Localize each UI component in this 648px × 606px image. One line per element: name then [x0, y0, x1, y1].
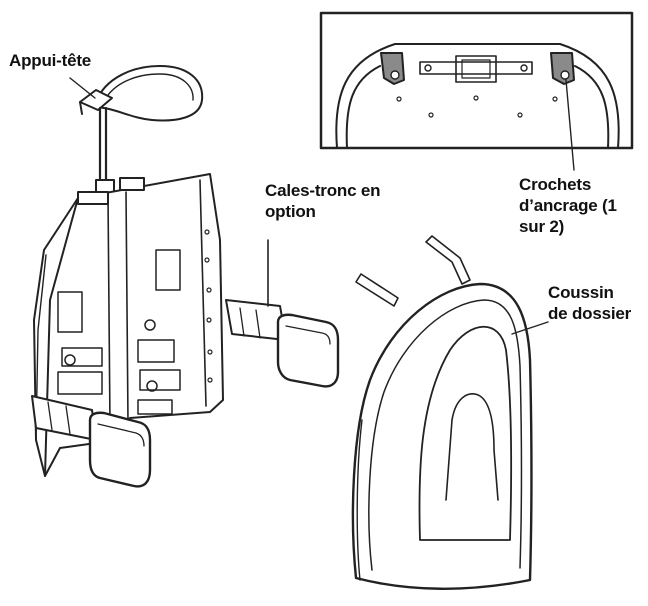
label-line: Crochets — [519, 175, 592, 194]
back-shell-top-cap — [119, 177, 145, 191]
back-shell-right-edge — [199, 179, 207, 407]
label-headrest-text: Appui-tête — [9, 51, 92, 70]
keyhole — [144, 319, 156, 331]
cushion-strap-right — [425, 235, 471, 285]
inset-center-slot — [461, 59, 491, 79]
rail — [107, 195, 111, 427]
leader-hooks — [565, 79, 575, 171]
label-line: Cales-tronc en — [265, 181, 381, 200]
inset-hole — [396, 96, 402, 102]
lateral-bracket-rib — [65, 405, 71, 435]
inset-hook-right — [550, 52, 575, 85]
cushion-side-edge — [356, 419, 363, 581]
rail — [125, 191, 129, 423]
inset-center-bracket — [455, 55, 497, 83]
side-hole — [207, 349, 213, 355]
inset-hole — [552, 96, 558, 102]
side-hole — [204, 257, 210, 263]
lateral-pad-left-inner — [97, 423, 145, 447]
label-line: sur 2) — [519, 217, 565, 236]
inset-bolt-right — [520, 64, 528, 72]
inset-hole — [428, 112, 434, 118]
label-anchor-hooks: Crochets d’ancrage (1 sur 2) — [519, 174, 617, 237]
inset-hole — [517, 112, 523, 118]
leader-headrest — [69, 77, 96, 99]
headrest-pad-inner — [102, 73, 194, 105]
inset-backrest-outline — [335, 43, 620, 149]
inset-hook-right-screw — [560, 70, 570, 80]
inset-hook-left-screw — [390, 70, 400, 80]
cushion-arch — [445, 393, 499, 501]
mount-slot — [137, 339, 175, 363]
inset-bolt-left — [424, 64, 432, 72]
cushion-piping — [368, 299, 523, 571]
cushion-outline — [351, 282, 533, 590]
mount-slot — [139, 369, 181, 391]
keyhole — [146, 380, 158, 392]
lateral-pad-left — [88, 411, 152, 488]
lateral-bracket-rib — [47, 401, 53, 431]
cushion-center-panel — [418, 325, 513, 541]
label-line: Coussin — [548, 283, 614, 302]
inset-hook-left — [380, 52, 405, 85]
inset-center-bar — [419, 61, 533, 75]
label-headrest: Appui-tête — [9, 50, 91, 71]
lateral-support-left — [31, 395, 152, 488]
lateral-support-right — [225, 239, 340, 388]
label-line: d’ancrage (1 — [519, 196, 617, 215]
mount-slot — [57, 291, 83, 333]
lateral-bracket-rib — [255, 309, 261, 339]
headrest-pad — [94, 65, 204, 122]
headrest — [79, 65, 204, 195]
side-hole — [206, 317, 212, 323]
inset-hole — [473, 95, 479, 101]
headrest-clamp-edge — [79, 101, 83, 115]
inset-frame — [319, 11, 634, 150]
leader-cushion — [511, 321, 549, 335]
lateral-pad-right-inner — [285, 325, 331, 345]
keyhole — [64, 354, 76, 366]
mount-slot — [57, 371, 103, 395]
cushion-strap-left — [355, 273, 399, 307]
label-line: de dossier — [548, 304, 632, 323]
headrest-clamp — [79, 89, 113, 111]
side-hole — [206, 287, 212, 293]
label-line: option — [265, 202, 316, 221]
inset-left-edge — [345, 65, 381, 149]
back-cushion — [351, 235, 533, 590]
mount-slot — [155, 249, 181, 291]
back-shell-top-cap — [77, 191, 109, 205]
leader-lines — [69, 77, 575, 335]
label-lateral-supports: Cales-tronc en option — [265, 180, 380, 222]
label-back-cushion: Coussin de dossier — [548, 282, 631, 324]
lateral-bracket-rib — [239, 307, 245, 337]
lateral-pad-right — [276, 313, 340, 388]
mount-slot — [137, 399, 173, 415]
mount-slot — [61, 347, 103, 367]
side-hole — [207, 377, 213, 383]
side-hole — [204, 229, 210, 235]
detail-inset — [319, 11, 634, 150]
inset-right-edge — [574, 65, 610, 149]
